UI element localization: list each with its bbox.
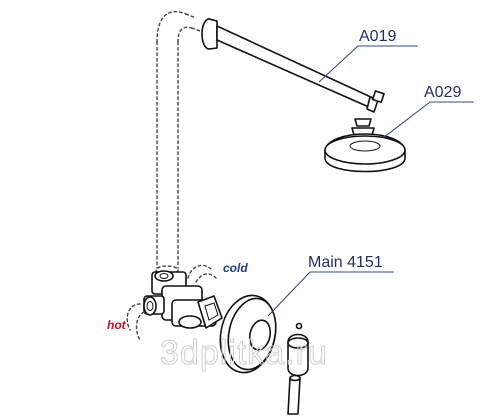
label-main-4151: Main 4151	[308, 254, 383, 271]
label-a019: A019	[359, 28, 396, 45]
leader-a019	[318, 45, 418, 83]
set-screw	[295, 322, 303, 330]
hot-inlet-indicator	[126, 303, 145, 341]
label-a029: A029	[424, 84, 461, 101]
mixer-handle	[287, 333, 309, 377]
leader-a029	[382, 101, 474, 139]
concealed-riser-pipe	[155, 10, 201, 275]
hex-key-rod	[287, 374, 301, 415]
leader-main-4151	[267, 271, 394, 317]
label-cold: cold	[223, 261, 248, 275]
watermark-text: 3dplitka.ru	[160, 334, 328, 372]
cold-inlet-indicator	[187, 264, 217, 283]
label-hot: hot	[107, 318, 127, 332]
mixer-valve-body	[143, 270, 223, 329]
cover-plate	[219, 294, 277, 374]
shower-head-a029	[324, 118, 406, 173]
shower-arm-a019	[201, 18, 385, 113]
